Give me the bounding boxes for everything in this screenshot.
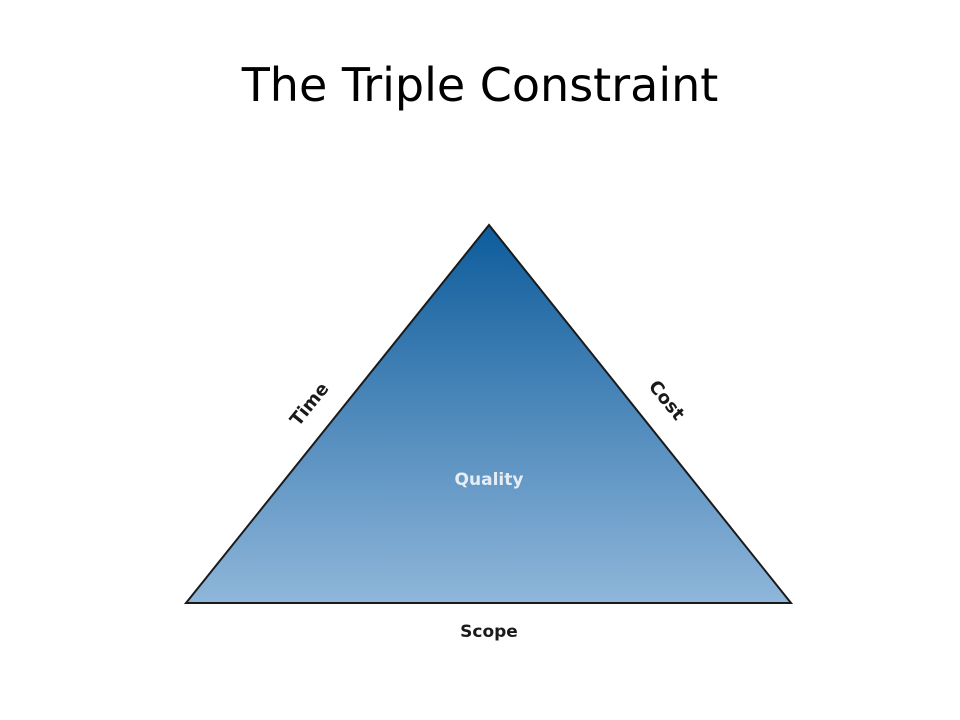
slide-title: The Triple Constraint — [241, 58, 719, 112]
edge-label-cost: Cost — [644, 376, 689, 424]
center-label-quality: Quality — [455, 470, 524, 490]
edge-label-scope: Scope — [460, 622, 518, 642]
triangle-shape — [183, 223, 794, 604]
edge-label-time: Time — [286, 379, 333, 431]
